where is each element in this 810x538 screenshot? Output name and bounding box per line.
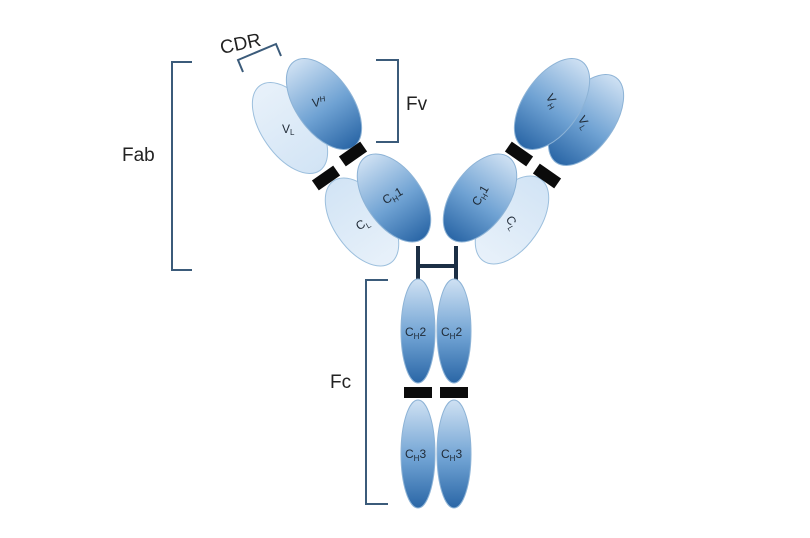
ch2-ch3-interface-right <box>440 387 468 398</box>
vh-label-left: VH <box>311 94 327 110</box>
fab-arm-right <box>442 57 625 265</box>
vl-cl-interface-left <box>311 165 341 191</box>
ch2-label-left: CH2 <box>405 325 426 341</box>
fv-bracket <box>376 59 399 143</box>
vl-label-left: VL <box>282 122 295 137</box>
cdr-label: CDR <box>218 30 263 59</box>
fab-bracket <box>171 61 192 271</box>
fc-region <box>400 278 472 509</box>
ch3-label-right: CH3 <box>441 447 462 463</box>
fc-bracket <box>365 279 388 505</box>
cdr-bracket <box>236 42 282 73</box>
ch3-domain-left <box>400 399 436 509</box>
ch2-domain-left <box>400 278 436 384</box>
ch3-label-left: CH3 <box>405 447 426 463</box>
fv-label: Fv <box>406 94 428 115</box>
ch3-domain-right <box>436 399 472 509</box>
ch2-ch3-interface-left <box>404 387 432 398</box>
vh-ch1-interface-left <box>338 141 368 167</box>
ch1-domain-right <box>442 153 518 243</box>
vh-domain-right <box>513 57 591 151</box>
vh-ch1-interface-right <box>504 141 534 167</box>
ch1-domain-left <box>356 153 432 243</box>
ch2-domain-right <box>436 278 472 384</box>
fab-label: Fab <box>122 145 155 166</box>
fc-label: Fc <box>330 372 351 393</box>
fab-arm-left <box>251 57 432 267</box>
vl-cl-interface-right <box>532 163 562 189</box>
hinge-disulfide <box>416 246 458 282</box>
ch2-label-right: CH2 <box>441 325 462 341</box>
